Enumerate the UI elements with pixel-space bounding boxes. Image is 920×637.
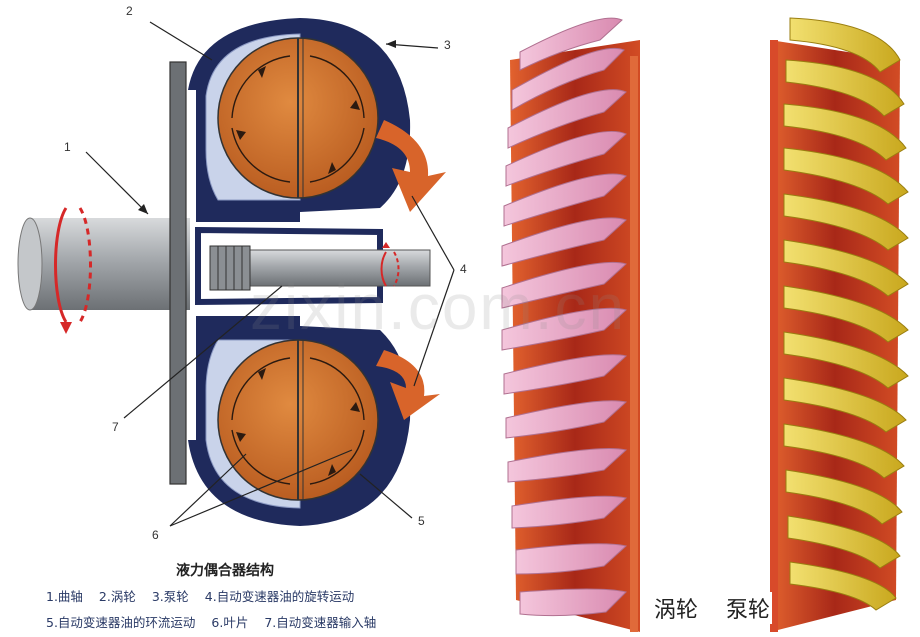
legend-item: 5.自动变速器油的环流运动 bbox=[46, 615, 196, 630]
leader-arrowheads bbox=[138, 40, 396, 214]
lower-blade-disc bbox=[217, 339, 379, 501]
crankshaft bbox=[17, 217, 190, 311]
turbine-wheel bbox=[501, 17, 640, 632]
input-shaft bbox=[209, 245, 431, 291]
watermark: zixin.com.cn bbox=[250, 271, 627, 343]
turbine-label: 涡轮 bbox=[652, 592, 701, 624]
callout-3: 3 bbox=[444, 38, 451, 52]
callout-7: 7 bbox=[112, 420, 119, 434]
caption-title: 液力偶合器结构 bbox=[176, 563, 274, 579]
legend-item: 7.自动变速器输入轴 bbox=[264, 615, 377, 630]
legend-item: 4.自动变速器油的旋转运动 bbox=[204, 589, 355, 604]
legend-line-2: 5.自动变速器油的环流运动 6.叶片 7.自动变速器输入轴 bbox=[46, 612, 388, 631]
legend-item: 6.叶片 bbox=[211, 615, 249, 630]
legend-line-1: 1.曲轴 2.涡轮 3.泵轮 4.自动变速器油的旋转运动 bbox=[46, 586, 366, 605]
callout-6: 6 bbox=[152, 528, 159, 542]
oil-rotation-arrow-lower bbox=[376, 350, 440, 420]
oil-circulation-lower bbox=[231, 357, 365, 485]
pump-label: 泵轮 bbox=[724, 592, 773, 624]
upper-blade-disc bbox=[217, 37, 379, 199]
pump-wheel bbox=[770, 17, 909, 632]
leader-lines bbox=[85, 21, 455, 527]
cross-section bbox=[17, 18, 455, 527]
callout-2: 2 bbox=[126, 4, 133, 18]
oil-rotation-arrow-upper bbox=[376, 120, 446, 212]
crankshaft-rotation-arrow bbox=[54, 207, 92, 334]
legend-item: 3.泵轮 bbox=[151, 589, 189, 604]
oil-circulation-upper bbox=[231, 55, 365, 183]
callout-4: 4 bbox=[460, 262, 467, 276]
legend-item: 2.涡轮 bbox=[98, 589, 136, 604]
callout-1: 1 bbox=[64, 140, 71, 154]
legend-item: 1.曲轴 bbox=[46, 589, 83, 604]
flange-plate bbox=[169, 61, 187, 485]
input-shaft-rotation-arrow bbox=[380, 242, 400, 287]
callout-5: 5 bbox=[418, 514, 425, 528]
